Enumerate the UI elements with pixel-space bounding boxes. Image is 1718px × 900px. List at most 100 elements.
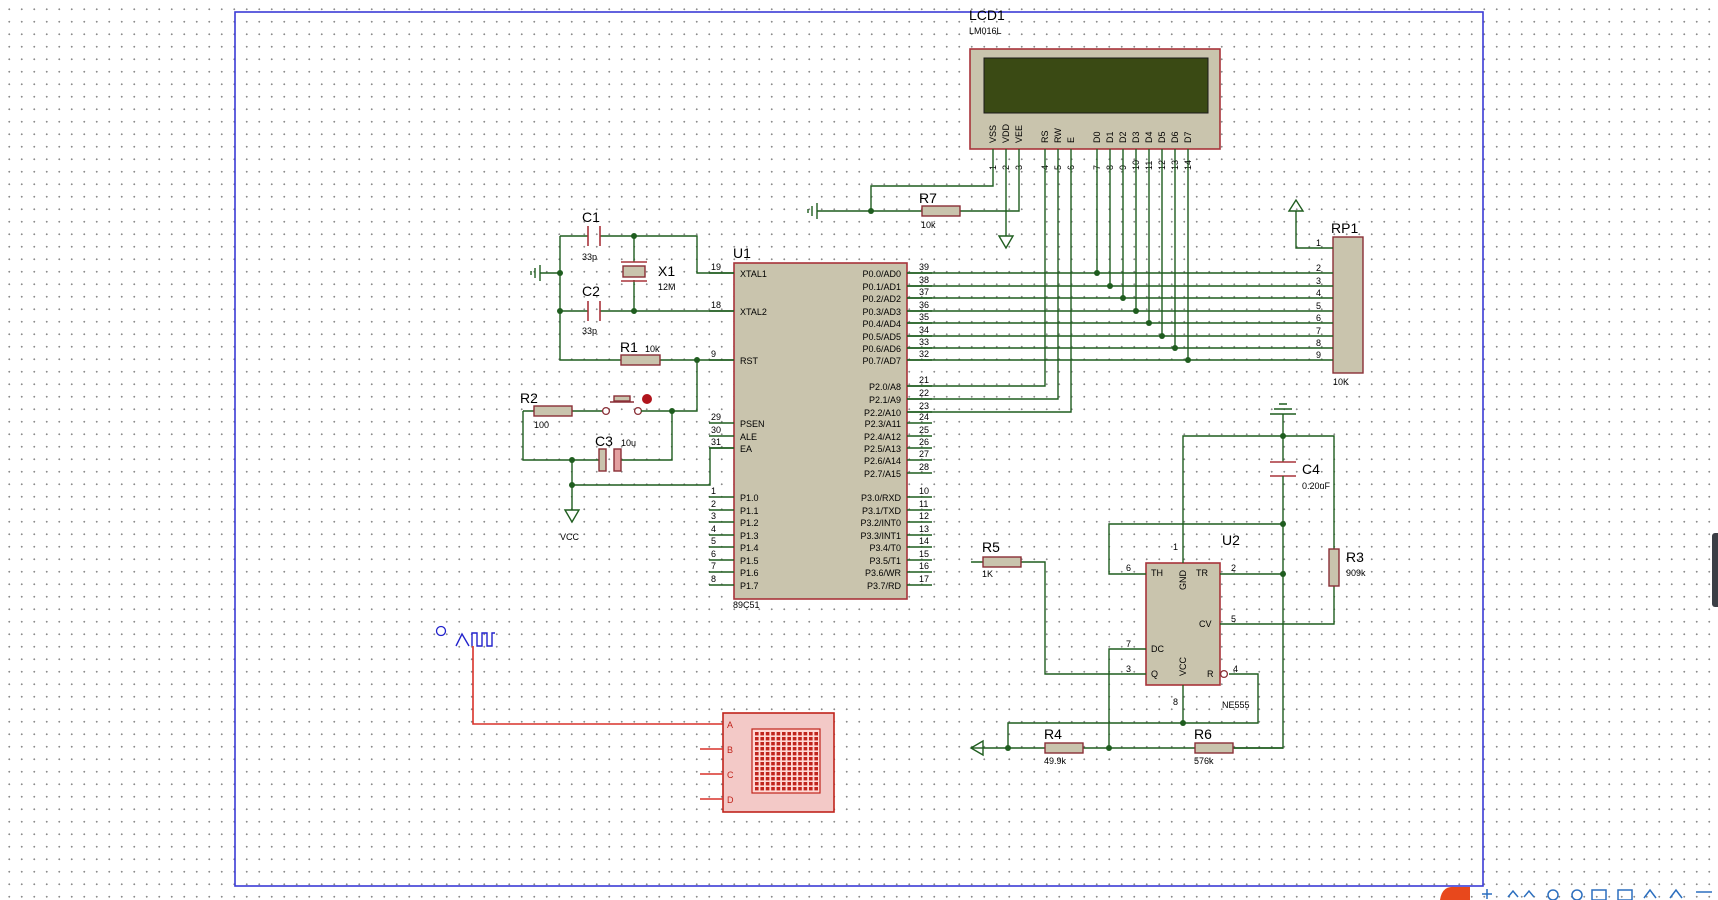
timer-pin-num: 2 — [1231, 563, 1236, 573]
junction-dot — [1094, 270, 1100, 276]
counter-matrix-cell — [809, 782, 813, 786]
counter-matrix-cell — [755, 742, 759, 746]
rpack-pin-number: 1 — [1316, 238, 1321, 248]
tray-icon[interactable] — [1669, 888, 1683, 899]
counter-matrix-cell — [776, 772, 781, 776]
tray-icon[interactable] — [1507, 889, 1519, 898]
mcu-pin-label: P1.4 — [740, 543, 759, 553]
r2-ref: R2 — [520, 390, 538, 406]
counter-matrix-cell — [760, 772, 764, 776]
counter-matrix-cell — [760, 777, 764, 781]
r4-body[interactable] — [1044, 742, 1084, 754]
tray-icon[interactable] — [1617, 889, 1633, 900]
tray-icon[interactable] — [1571, 889, 1583, 900]
tray-icon[interactable] — [1523, 889, 1535, 898]
counter-matrix-cell — [803, 762, 808, 766]
x1-crystal[interactable] — [622, 265, 646, 278]
timer-u2[interactable]: U2 NE555 TH TR CV DC Q R GND VCC 6 2 5 7… — [1126, 532, 1250, 710]
lcd-pin-label: RW — [1053, 128, 1063, 143]
r3-body[interactable] — [1328, 548, 1340, 587]
mcu-pin-number: 29 — [711, 412, 721, 422]
c2-value: 33p — [582, 326, 597, 336]
counter-matrix-cell — [782, 777, 786, 781]
r7-body[interactable] — [921, 205, 961, 217]
clock-source-icon[interactable] — [435, 625, 447, 637]
counter-matrix-cell — [782, 767, 786, 771]
counter-matrix-cell — [782, 747, 786, 751]
counter-matrix-cell — [798, 742, 802, 746]
r5-body[interactable] — [982, 556, 1022, 568]
clock-generator[interactable] — [435, 625, 724, 725]
mcu-body[interactable] — [733, 262, 908, 600]
tray-icon[interactable] — [1591, 889, 1607, 900]
mcu-pin-number: 39 — [919, 262, 929, 272]
counter-matrix-cell — [787, 752, 791, 756]
mcu-pin-label: P2.1/A9 — [869, 395, 901, 405]
switch-contact-icon[interactable] — [601, 406, 611, 416]
mcu-pin-number: 21 — [919, 375, 929, 385]
counter-matrix-cell — [809, 737, 813, 741]
mcu-pin-label: P2.7/A15 — [864, 469, 901, 479]
mcu-pin-number: 14 — [919, 536, 929, 546]
counter-matrix-cell — [814, 742, 818, 746]
counter-matrix-cell — [782, 732, 786, 736]
r5-value: 1K — [982, 569, 993, 579]
mcu-pin-label: P2.3/A11 — [865, 419, 901, 429]
mcu-pin-number: 11 — [919, 499, 928, 509]
counter-matrix-cell — [809, 777, 813, 781]
counter-matrix-cell — [760, 732, 764, 736]
counter-matrix-cell — [760, 737, 764, 741]
side-panel-handle[interactable] — [1712, 533, 1718, 607]
r1-ref: R1 — [620, 339, 638, 355]
mcu-pin-label: P0.2/AD2 — [862, 294, 901, 304]
lcd-display[interactable]: LCD1 LM016L VSS1VDD2VEE3RS4RW5E6D07D18D2… — [969, 7, 1221, 170]
vcc-label: VCC — [560, 532, 580, 542]
timer-ref: U2 — [1222, 532, 1240, 548]
mcu-u1[interactable]: U1 89C51 XTAL119XTAL218RST9PSEN29ALE30EA… — [709, 245, 932, 610]
lcd-pin-label: VEE — [1014, 125, 1024, 143]
r2-body[interactable] — [533, 405, 573, 417]
r3-value: 909k — [1346, 568, 1366, 578]
c3-body[interactable] — [598, 448, 607, 472]
counter-matrix-cell — [782, 752, 786, 756]
mcu-pin-label: P0.0/AD0 — [862, 269, 901, 279]
timer-pin-r: R — [1207, 669, 1214, 679]
counter-matrix-cell — [771, 747, 775, 751]
counter-matrix-cell — [792, 767, 797, 771]
mcu-pin-number: 9 — [711, 349, 716, 359]
mcu-pin-number: 23 — [919, 401, 929, 411]
timer-pin-num: 6 — [1126, 563, 1131, 573]
counter-matrix-cell — [771, 752, 775, 756]
r1-body[interactable] — [620, 354, 661, 366]
counter-matrix-cell — [771, 737, 775, 741]
ground-icon — [1270, 403, 1296, 415]
rpack-body[interactable] — [1332, 236, 1364, 374]
mcu-pin-number: 10 — [919, 486, 929, 496]
rpack-ref: RP1 — [1331, 220, 1358, 236]
mcu-pin-number: 16 — [919, 561, 929, 571]
mcu-pin-label: P1.1 — [740, 506, 759, 516]
tray-icon[interactable] — [1482, 889, 1492, 899]
junction-dot — [1172, 345, 1178, 351]
tray-icon[interactable] — [1547, 889, 1559, 900]
sheet-border — [234, 11, 1484, 887]
counter-matrix-cell — [771, 742, 775, 746]
counter-matrix-cell — [787, 782, 791, 786]
counter-matrix-cell — [776, 752, 781, 756]
counter-matrix-cell — [776, 787, 781, 791]
c4-ref: C4 — [1302, 461, 1320, 477]
pushbutton-icon[interactable] — [613, 395, 631, 402]
data-bus-wires — [907, 164, 1333, 363]
timer-pin-th: TH — [1151, 568, 1163, 578]
counter-matrix-cell — [765, 752, 770, 756]
mcu-pin-number: 17 — [919, 574, 929, 584]
counter-matrix-cell — [814, 772, 818, 776]
counter-matrix-cell — [765, 767, 770, 771]
mcu-pin-label: PSEN — [740, 419, 765, 429]
counter-matrix-cell — [792, 782, 797, 786]
tray-icon[interactable] — [1643, 888, 1657, 899]
r6-body[interactable] — [1194, 742, 1234, 754]
